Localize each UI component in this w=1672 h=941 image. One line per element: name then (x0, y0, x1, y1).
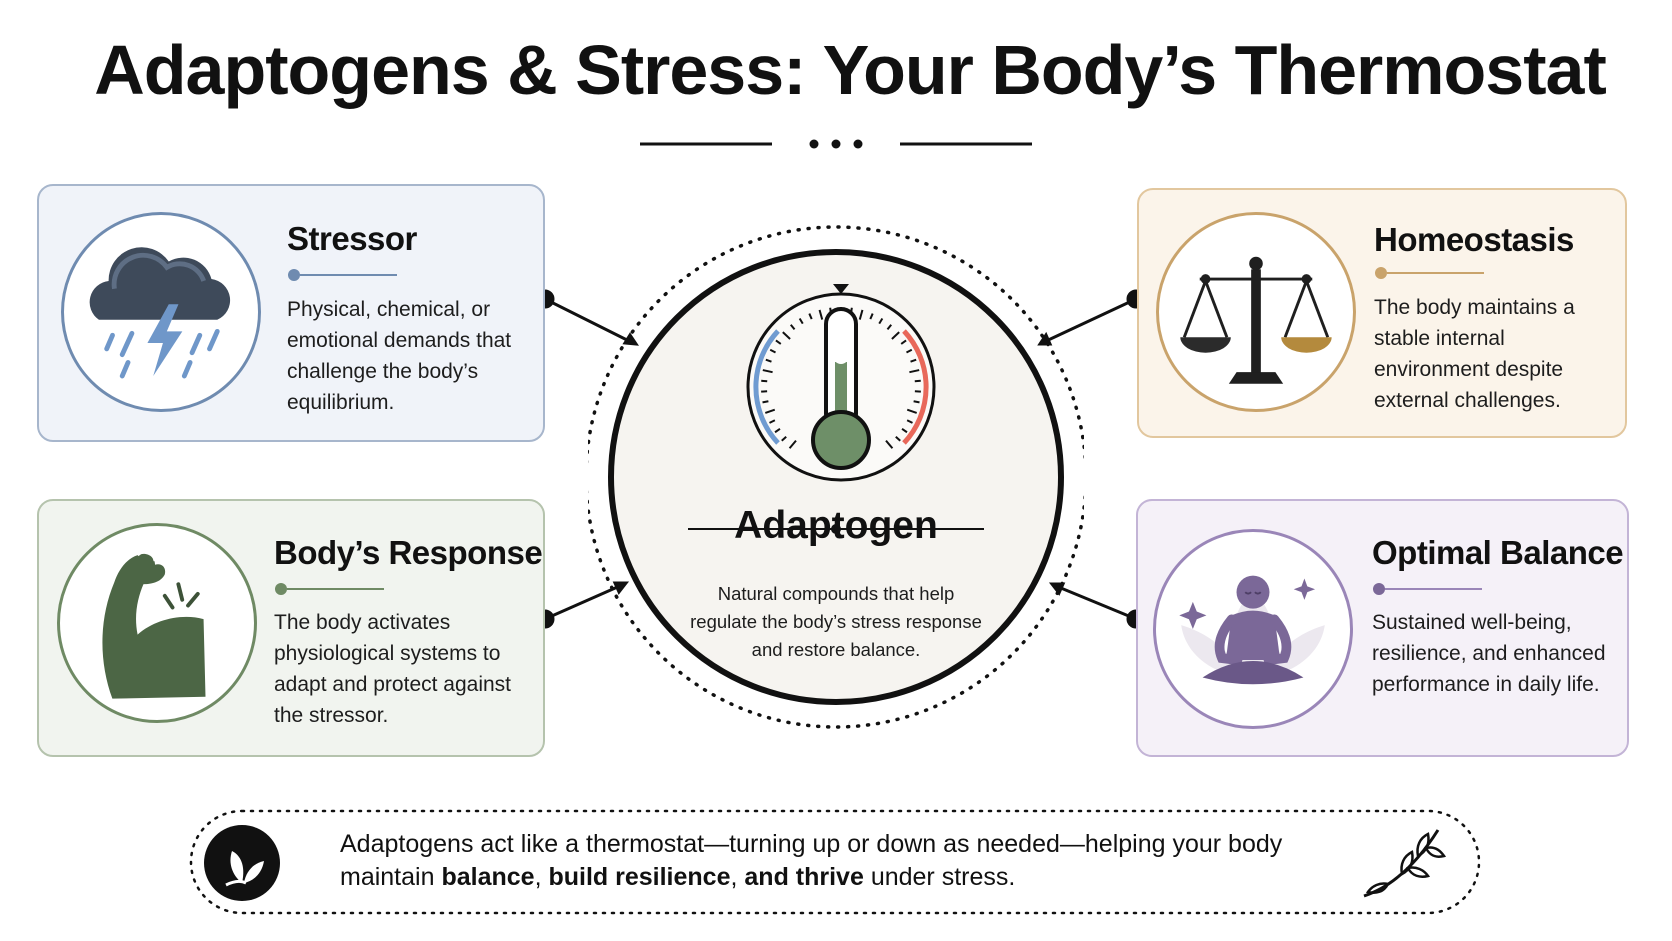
gauge-tick (781, 435, 787, 442)
balance-title-rule (1373, 583, 1482, 595)
thermometer-gauge-icon (746, 284, 936, 482)
balance-card: Optimal Balance Sustained well-being, re… (1136, 499, 1629, 757)
homeostasis-description: The body maintains a stable internal env… (1374, 296, 1575, 412)
gauge-tick (858, 309, 864, 320)
gauge-tick (788, 439, 797, 449)
gauge-tick (798, 317, 804, 325)
gauge-tick (762, 400, 769, 404)
balance-scale-icon (1180, 256, 1332, 384)
gauge-tick (906, 419, 913, 424)
gauge-tick (885, 439, 894, 449)
banner-border (189, 809, 1481, 915)
page-title: Adaptogens & Stress: Your Body’s Thermos… (94, 31, 1607, 109)
banner-text-2: , (534, 863, 549, 891)
gauge-tick (886, 324, 893, 331)
response-title: Body’s Response (274, 534, 543, 571)
response-description: The body activates physiological systems… (274, 611, 512, 727)
adaptogen-center-art (588, 225, 1084, 729)
banner-text-4: under stress. (863, 863, 1016, 891)
adaptogen-center-node: Adaptogen Natural compounds that help re… (588, 212, 1084, 742)
gauge-tick (775, 339, 782, 345)
balance-icon-circle (1153, 529, 1353, 729)
adaptogen-title: Adaptogen (734, 504, 938, 547)
summary-banner: Adaptogens act like a thermostat—turning… (188, 808, 1482, 916)
gauge-tick (769, 419, 776, 424)
gauge-tick (910, 358, 917, 363)
gauge-tick (765, 358, 772, 363)
gauge-tick (891, 331, 900, 340)
meditating-person-icon (1179, 575, 1325, 685)
homeostasis-icon-circle (1156, 212, 1356, 412)
gauge-tick (869, 313, 874, 320)
gauge-tick (909, 369, 920, 374)
gauge-tick (895, 435, 901, 442)
stressor-title: Stressor (287, 220, 417, 257)
gauge-tick (762, 369, 773, 374)
banner-bold-3: and thrive (744, 863, 864, 891)
gauge-tick (808, 313, 813, 320)
homeostasis-title-rule (1375, 267, 1484, 279)
leaf-sprig-icon (1363, 829, 1447, 898)
gauge-tick (764, 408, 776, 414)
stressor-description: Physical, chemical, or emotional demands… (287, 298, 512, 414)
balance-description: Sustained well-being, resilience, and en… (1372, 611, 1606, 696)
adaptogen-description: Natural compounds that help regulate the… (690, 583, 982, 660)
gauge-tick (900, 339, 907, 345)
banner-text: Adaptogens act like a thermostat—turning… (340, 828, 1340, 894)
banner-bold-2: build resilience (548, 863, 731, 891)
storm-cloud-lightning-icon (89, 247, 231, 379)
gauge-tick (782, 331, 791, 340)
response-title-rule (275, 583, 384, 595)
leaf-badge-icon (204, 825, 280, 901)
balance-title: Optimal Balance (1372, 534, 1624, 571)
homeostasis-title: Homeostasis (1374, 221, 1574, 258)
gauge-tick (818, 309, 824, 320)
response-card: Body’s Response The body activates physi… (37, 499, 545, 757)
gauge-tick (901, 428, 908, 434)
gauge-tick (878, 317, 884, 325)
gauge-tick (789, 324, 796, 331)
flexed-arm-icon (102, 550, 206, 699)
homeostasis-card: Homeostasis The body maintains a stable … (1137, 188, 1627, 438)
gauge-tick (913, 400, 920, 404)
gauge-tick (769, 348, 776, 354)
response-icon-circle (57, 523, 257, 723)
title-divider (640, 139, 1032, 149)
gauge-tick (906, 348, 913, 354)
banner-bold-1: balance (441, 863, 535, 891)
stressor-icon-circle (61, 212, 261, 412)
stressor-card: Stressor Physical, chemical, or emotiona… (37, 184, 545, 442)
stressor-title-rule (288, 269, 397, 281)
gauge-tick (774, 428, 781, 434)
banner-text-3: , (730, 863, 745, 891)
gauge-tick (906, 408, 918, 414)
banner-text-1: Adaptogens act like a thermostat—turning… (340, 830, 1283, 891)
